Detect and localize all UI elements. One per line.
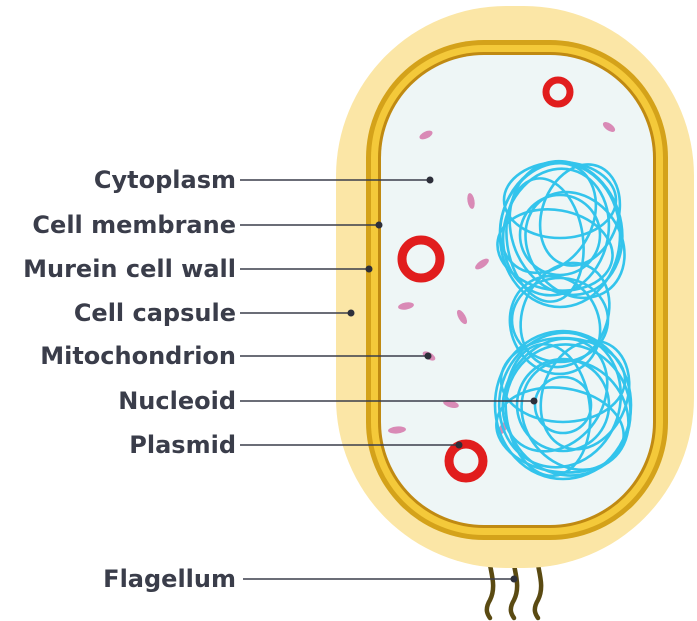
labels: Cytoplasm Cell membrane Murein cell wall… (23, 166, 236, 593)
dot-cell-membrane (376, 222, 383, 229)
dot-plasmid (456, 442, 463, 449)
label-plasmid: Plasmid (129, 431, 236, 459)
label-flagellum: Flagellum (103, 565, 236, 593)
dot-mitochondrion (425, 353, 432, 360)
label-nucleoid: Nucleoid (118, 387, 236, 415)
label-cytoplasm: Cytoplasm (94, 166, 236, 194)
dot-nucleoid (531, 398, 538, 405)
dot-murein-cell-wall (366, 266, 373, 273)
dot-cell-capsule (348, 310, 355, 317)
label-cell-capsule: Cell capsule (74, 299, 236, 327)
dot-flagellum (511, 576, 518, 583)
label-cell-membrane: Cell membrane (32, 211, 236, 239)
dot-cytoplasm (427, 177, 434, 184)
label-murein-cell-wall: Murein cell wall (23, 255, 236, 283)
label-mitochondrion: Mitochondrion (40, 342, 236, 370)
